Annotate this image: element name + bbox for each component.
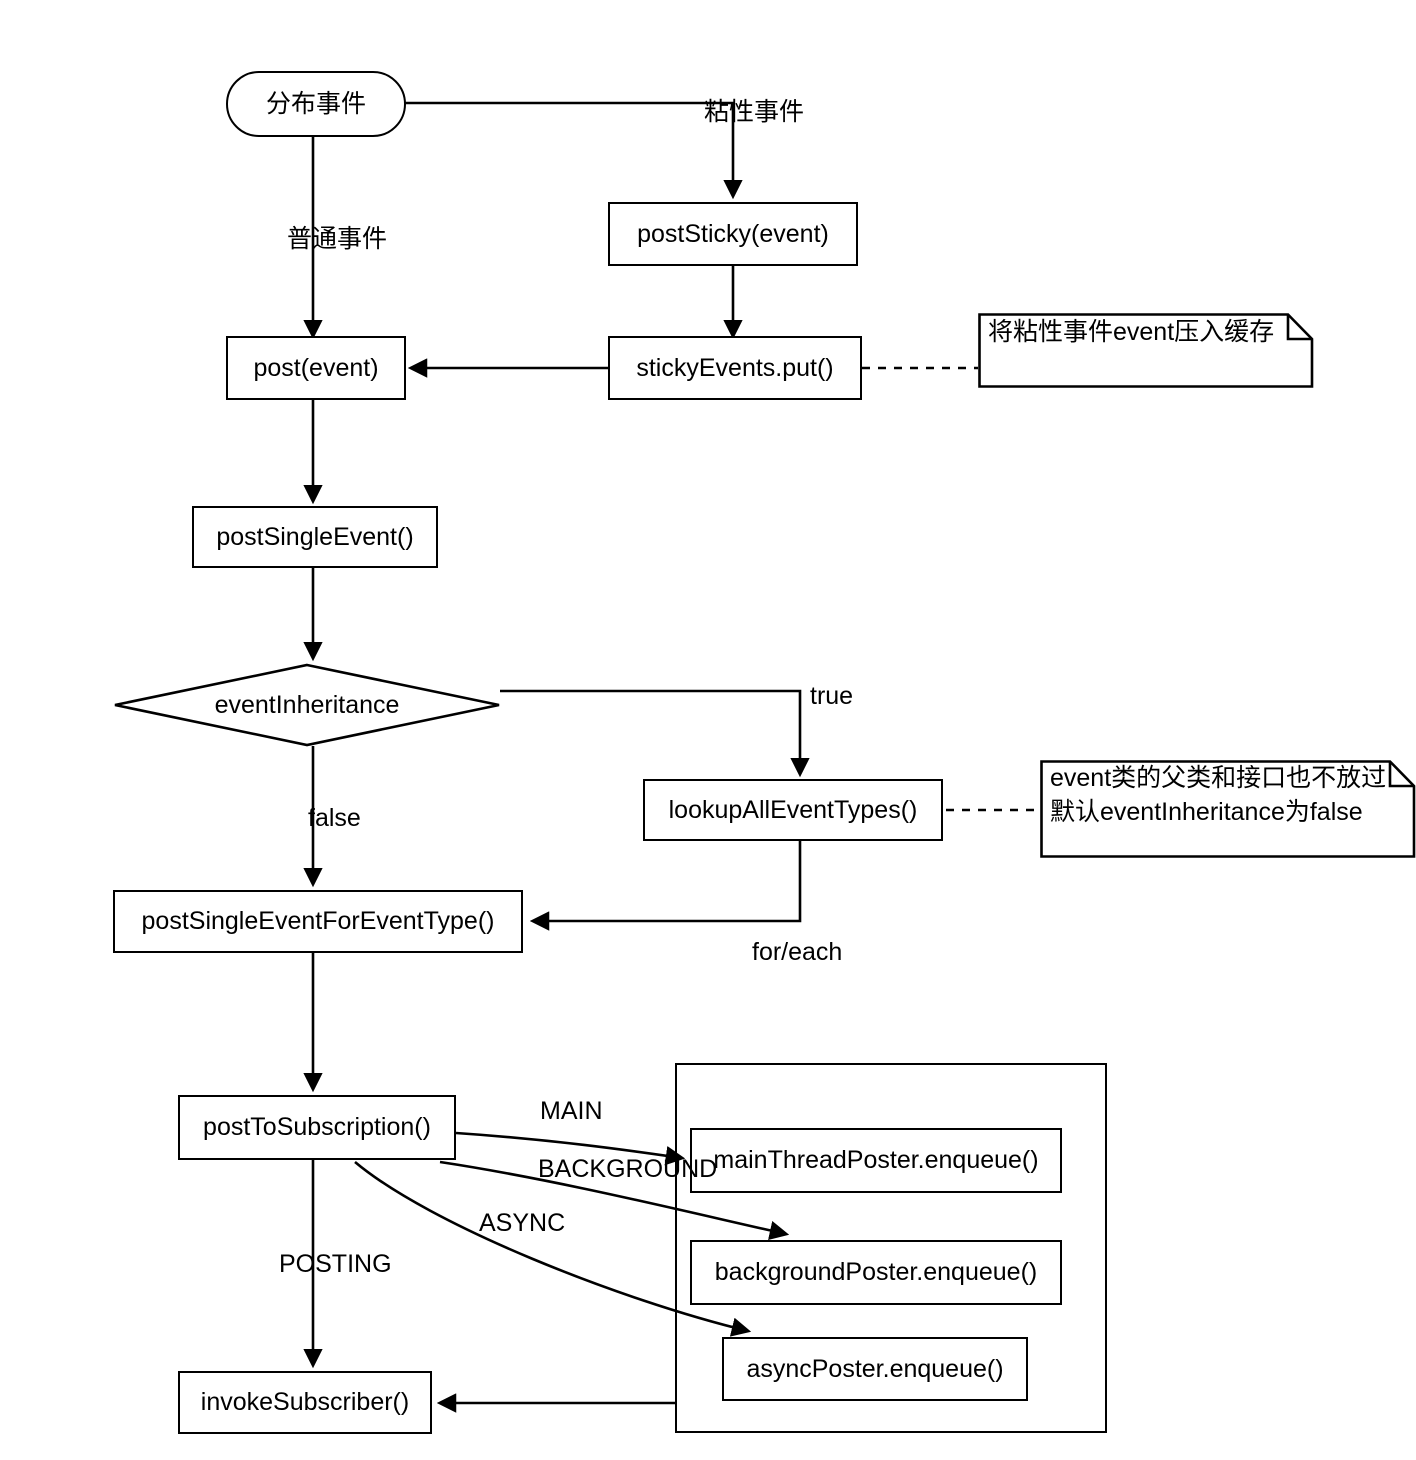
edge-label-background: BACKGROUND — [538, 1155, 718, 1183]
node-lookup-all-event-types-label: lookupAllEventTypes() — [668, 795, 918, 824]
node-main-thread-poster[interactable]: mainThreadPoster.enqueue() — [690, 1128, 1062, 1193]
note-sticky-cache-text: 将粘性事件event压入缓存 — [988, 318, 1275, 346]
node-event-inheritance-label: eventInheritance — [214, 690, 400, 719]
node-main-thread-poster-label: mainThreadPoster.enqueue() — [713, 1146, 1039, 1175]
node-dispatch-event-label: 分布事件 — [265, 89, 366, 118]
note-shape-sticky — [978, 313, 1314, 388]
node-invoke-subscriber[interactable]: invokeSubscriber() — [178, 1371, 432, 1434]
node-post-to-subscription-label: postToSubscription() — [203, 1113, 431, 1142]
node-post-to-subscription[interactable]: postToSubscription() — [178, 1095, 456, 1160]
edge-diamond-true-to-lookup — [500, 689, 810, 778]
node-sticky-events-put-label: stickyEvents.put() — [636, 353, 834, 382]
note-event-inheritance-line2: 默认eventInheritance为false — [1050, 798, 1363, 826]
edge-label-true: true — [810, 682, 854, 710]
note-shape-inheritance — [1040, 760, 1416, 858]
edge-label-posting: POSTING — [279, 1250, 392, 1278]
node-background-poster-label: backgroundPoster.enqueue() — [714, 1258, 1038, 1287]
node-post-event-label: post(event) — [253, 353, 379, 382]
node-post-sticky-label: postSticky(event) — [637, 219, 829, 248]
edge-label-false: false — [308, 804, 361, 832]
note-event-inheritance-line1: event类的父类和接口也不放过 — [1050, 764, 1387, 792]
note-sticky-cache: 将粘性事件event压入缓存 — [978, 313, 1314, 388]
node-async-poster[interactable]: asyncPoster.enqueue() — [722, 1337, 1028, 1401]
node-post-sticky[interactable]: postSticky(event) — [608, 202, 858, 266]
edge-label-normal-event: 普通事件 — [287, 225, 388, 253]
node-lookup-all-event-types[interactable]: lookupAllEventTypes() — [643, 779, 943, 841]
edge-label-async: ASYNC — [479, 1209, 566, 1237]
node-post-single-event-for-event-type-label: postSingleEventForEventType() — [141, 907, 495, 936]
edge-label-main: MAIN — [540, 1097, 603, 1125]
node-post-single-event-label: postSingleEvent() — [216, 522, 414, 551]
node-event-inheritance-decision[interactable]: eventInheritance — [113, 663, 501, 747]
edge-lookup-to-postsingleeventfortype — [529, 840, 802, 931]
diamond-shape — [114, 663, 500, 747]
node-post-single-event[interactable]: postSingleEvent() — [192, 506, 438, 568]
node-async-poster-label: asyncPoster.enqueue() — [746, 1354, 1004, 1383]
poster-group-container — [675, 1063, 1107, 1433]
edge-dispatch-to-poststicky — [405, 101, 743, 200]
node-invoke-subscriber-label: invokeSubscriber() — [200, 1388, 410, 1417]
node-background-poster[interactable]: backgroundPoster.enqueue() — [690, 1240, 1062, 1305]
node-post-single-event-for-event-type[interactable]: postSingleEventForEventType() — [113, 890, 523, 953]
node-sticky-events-put[interactable]: stickyEvents.put() — [608, 336, 862, 400]
edge-label-for-each: for/each — [752, 938, 843, 966]
edge-label-sticky-event: 粘性事件 — [704, 98, 805, 126]
node-post-event[interactable]: post(event) — [226, 336, 406, 400]
note-event-inheritance: event类的父类和接口也不放过 默认eventInheritance为fals… — [1040, 760, 1416, 858]
node-dispatch-event[interactable]: 分布事件 — [226, 71, 406, 137]
